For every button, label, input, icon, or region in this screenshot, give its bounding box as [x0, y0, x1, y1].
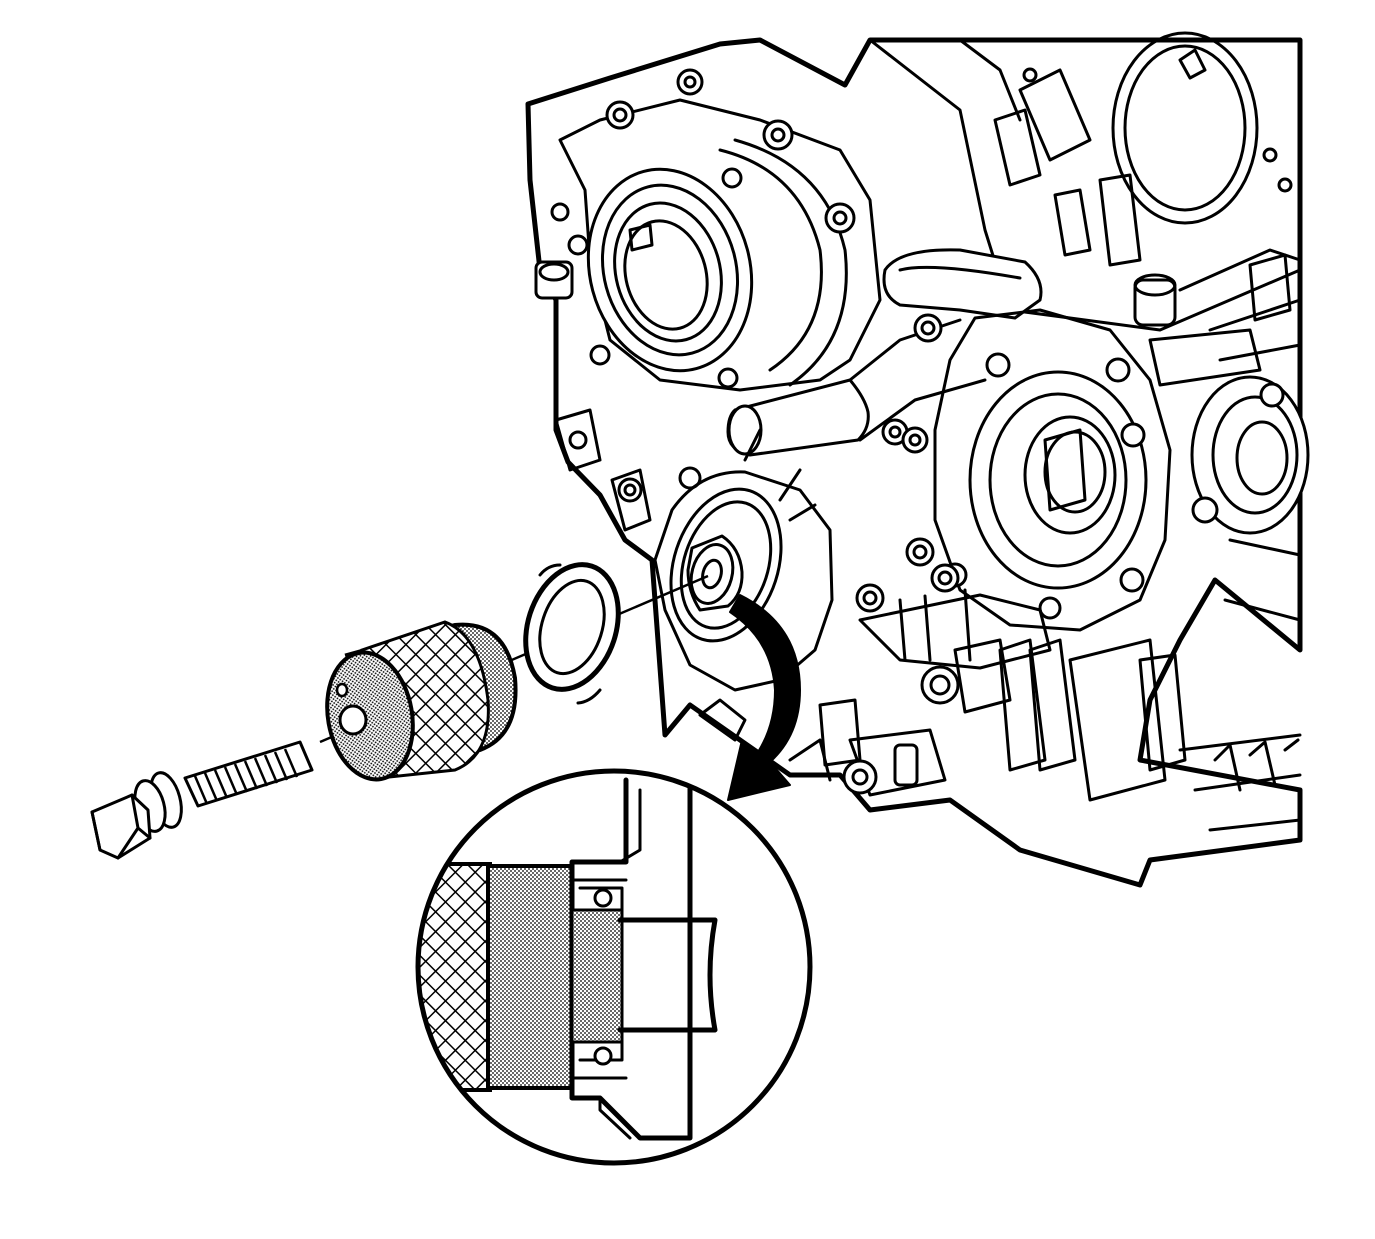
seal-installer-tool: [325, 620, 518, 782]
crankshaft-nose: [686, 534, 744, 612]
detail-inset-seal-seated: [415, 768, 813, 1166]
crankshaft-front-oil-seal: [523, 562, 621, 705]
installer-forcing-screw: [90, 740, 314, 860]
curved-arrow-to-detail: [727, 594, 801, 801]
engine-front-cover: [525, 31, 1310, 888]
